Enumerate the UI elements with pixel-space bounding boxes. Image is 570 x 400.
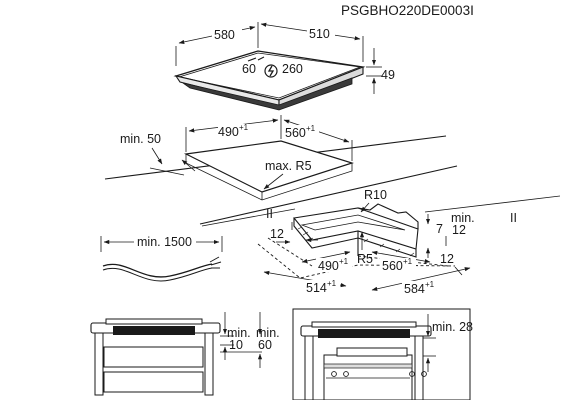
dim-frame-heights: 7 min. 12 <box>425 211 475 258</box>
frame-inner <box>300 214 406 231</box>
frame-inner-depth-tol: +1 <box>403 257 413 266</box>
hob-illustration <box>173 50 366 111</box>
worktop-cutout <box>104 115 458 225</box>
frame-min-label: min. <box>451 211 475 225</box>
dim-hob-depth: 510 <box>260 22 364 62</box>
cable-length-label: min. 1500 <box>137 235 192 249</box>
cutout-width-label: 490 <box>218 125 239 139</box>
section-frame <box>292 308 471 400</box>
dim-frame-outer-depth: 584 +1 <box>371 267 471 296</box>
radius-top-label: R10 <box>364 188 387 202</box>
drawer-lower <box>103 371 204 393</box>
cable-wires <box>209 256 222 269</box>
hob-cable-mark <box>257 56 265 61</box>
cabinet-side-left <box>94 332 104 396</box>
hob-underside <box>182 77 353 111</box>
frame-outer-depth-label: 584 <box>404 282 425 296</box>
frame-outer-width-tol: +1 <box>327 279 337 288</box>
hob-height-label: 49 <box>381 68 395 82</box>
dim-frame-inner-width: 490 +1 <box>301 251 352 273</box>
frame-inner-depth-label: 560 <box>382 259 403 273</box>
dim-hob-height: 49 <box>366 48 395 94</box>
frame-left-offset-label: 12 <box>270 227 284 241</box>
dim-frame-outer-width: 514 +1 <box>263 270 347 295</box>
hob-section-body <box>113 326 195 335</box>
frame-outer-depth-tol: +1 <box>425 280 435 289</box>
oven-knob-icon <box>421 371 427 377</box>
svg-text:II: II <box>510 211 517 225</box>
hob-width-label: 580 <box>214 28 235 42</box>
dim-hob-width: 580 <box>175 22 259 66</box>
dim-frame-inner-depth: 560 +1 <box>371 250 431 273</box>
worktop-front-edge <box>199 165 458 225</box>
radius-inner-label: R5 <box>357 252 373 266</box>
install-section-right: min. 28 <box>292 308 473 400</box>
frame-side-left <box>293 218 359 256</box>
frame-outer-width-label: 514 <box>306 281 327 295</box>
oven-knob-icon <box>343 371 349 377</box>
svg-text:II: II <box>266 207 273 221</box>
max-radius-label: max. R5 <box>265 159 312 173</box>
lightning-icon <box>267 65 275 77</box>
dim-cutout-width: 490 +1 <box>188 118 279 139</box>
cutout-depth-label: 560 <box>285 126 306 140</box>
hob-section-body-right <box>318 329 410 338</box>
oven-knob-icon <box>409 371 415 377</box>
frame-inner-width-tol: +1 <box>339 257 349 266</box>
cabinet-side-right <box>204 332 214 396</box>
install-left-min2: min. <box>256 326 280 340</box>
dim-max-r5: max. R5 <box>263 159 312 190</box>
hob-depth-label: 510 <box>309 27 330 41</box>
power-right-label: 260 <box>282 62 303 76</box>
drawer-upper <box>103 346 204 368</box>
dim-r10: R10 <box>360 188 387 213</box>
oven-top <box>336 347 408 357</box>
oven-knob-icon <box>331 371 337 377</box>
frame-min-12-label: 12 <box>452 223 466 237</box>
cabinet-side-left-right <box>304 335 314 400</box>
dim-min-50: min. 50 <box>120 132 196 176</box>
cutout-depth-tol: +1 <box>306 124 316 133</box>
hob-top-inner-edge <box>178 52 361 99</box>
dim-frame-front-offset: 12 <box>440 252 463 276</box>
drawing-code: PSGBHO220DE0003I <box>341 3 474 18</box>
power-left-label: 60 <box>242 62 256 76</box>
install-section-left: min. 10 min. 60 <box>90 312 280 396</box>
frame-front-offset-label: 12 <box>440 252 454 266</box>
cable-detail: min. 1500 <box>100 235 223 282</box>
install-right-label: min. 28 <box>432 320 473 334</box>
min-distance-label: min. 50 <box>120 132 161 146</box>
dim-frame-left-offset: 12 <box>270 227 318 245</box>
frame-inner-width-label: 490 <box>318 259 339 273</box>
frame-height-7-label: 7 <box>436 222 443 236</box>
hob-cable-mark <box>247 57 257 62</box>
install-left-val2: 60 <box>258 338 272 352</box>
install-left-min1: min. <box>227 326 251 340</box>
frame-back-edge <box>357 203 419 229</box>
hob-section-top-right <box>311 321 417 328</box>
install-left-val1: 10 <box>229 338 243 352</box>
oven <box>323 354 413 400</box>
cabinet-side-right-right <box>414 335 424 400</box>
cutout-width-tol: +1 <box>239 123 249 132</box>
dim-r5-inner: R5 <box>357 231 373 266</box>
power-cable <box>102 263 213 278</box>
dim-cutout-depth: 560 +1 <box>283 119 350 143</box>
hob-section-top <box>105 318 203 325</box>
